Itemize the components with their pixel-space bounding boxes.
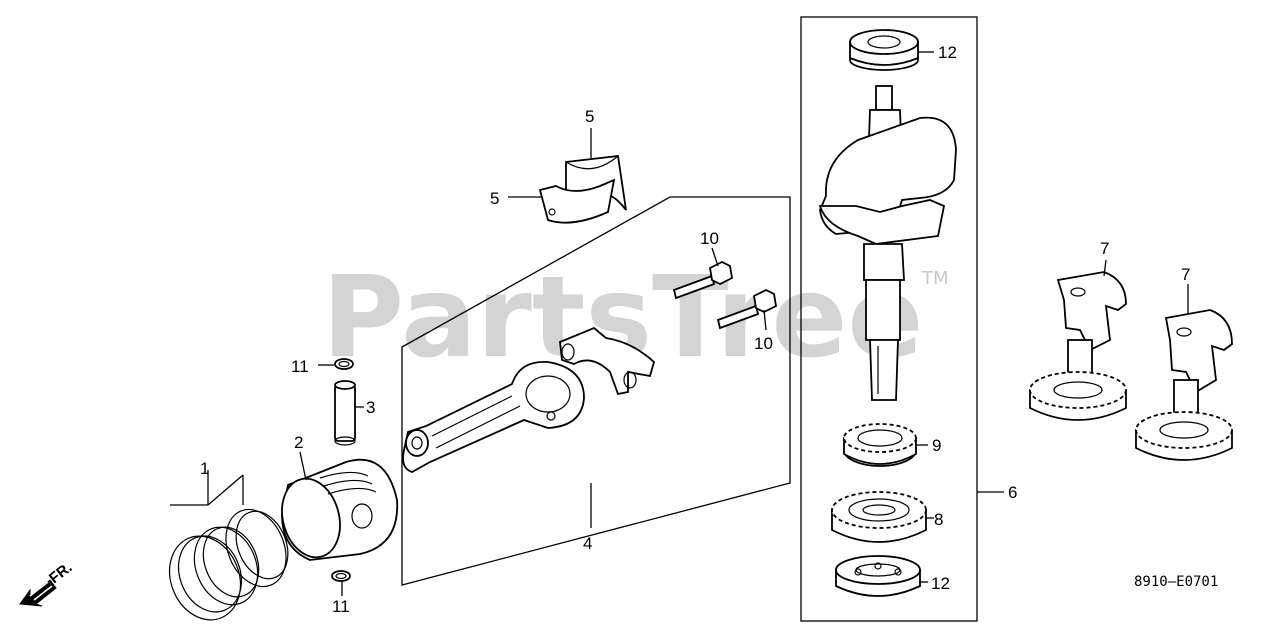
crankshaft-assembly-a[interactable] bbox=[1029, 271, 1127, 421]
callout-4: 4 bbox=[583, 534, 592, 553]
crankshaft-bearing-lower[interactable] bbox=[835, 555, 921, 597]
callout-6: 6 bbox=[1008, 483, 1017, 502]
front-direction-arrow-icon bbox=[19, 579, 57, 607]
timing-gear[interactable] bbox=[831, 491, 927, 543]
callouts: 1 2 3 4 5 5 6 7 7 8 9 10 10 11 11 12 12 bbox=[200, 43, 1190, 616]
callout-11-lower: 11 bbox=[332, 597, 350, 616]
callout-11-upper: 11 bbox=[291, 357, 309, 376]
piston-pin-clip-lower[interactable] bbox=[331, 570, 351, 582]
piston-pin-clip-upper[interactable] bbox=[334, 358, 354, 370]
connecting-rod-bolt-lower[interactable] bbox=[716, 288, 777, 330]
callout-12-upper: 12 bbox=[938, 43, 957, 62]
leader-lines bbox=[299, 51, 1189, 596]
callout-5-upper: 5 bbox=[585, 107, 594, 126]
callout-10-upper: 10 bbox=[700, 229, 719, 248]
callout-7-b: 7 bbox=[1181, 265, 1190, 284]
crankshaft[interactable] bbox=[818, 85, 957, 401]
watermark-tm: TM bbox=[921, 268, 949, 289]
callout-8: 8 bbox=[934, 510, 943, 529]
callout-10-lower: 10 bbox=[754, 334, 773, 353]
diagram-code: 8910—E0701 bbox=[1134, 574, 1218, 590]
connecting-rod-group-box bbox=[401, 196, 791, 586]
front-direction-indicator: FR. bbox=[19, 559, 76, 607]
callout-3: 3 bbox=[366, 398, 375, 417]
callout-7-a: 7 bbox=[1100, 239, 1109, 258]
crankshaft-gear[interactable] bbox=[843, 423, 917, 467]
callout-12-lower: 12 bbox=[931, 574, 950, 593]
callout-9: 9 bbox=[932, 436, 941, 455]
connecting-rod-cap[interactable] bbox=[559, 326, 656, 396]
callout-5-lower: 5 bbox=[490, 189, 499, 208]
callout-1: 1 bbox=[200, 459, 209, 478]
crankshaft-bearing-upper[interactable] bbox=[849, 29, 919, 71]
callout-2: 2 bbox=[294, 433, 303, 452]
piston-pin[interactable] bbox=[334, 380, 356, 446]
connecting-rod-bearing-lower[interactable] bbox=[538, 178, 616, 224]
piston-ring-set[interactable] bbox=[157, 470, 297, 631]
connecting-rod-bolt-upper[interactable] bbox=[672, 260, 733, 300]
crankshaft-assembly-b[interactable] bbox=[1135, 309, 1233, 461]
crankshaft-group-box bbox=[800, 16, 978, 622]
connecting-rod[interactable] bbox=[402, 361, 585, 473]
piston[interactable] bbox=[274, 458, 399, 564]
